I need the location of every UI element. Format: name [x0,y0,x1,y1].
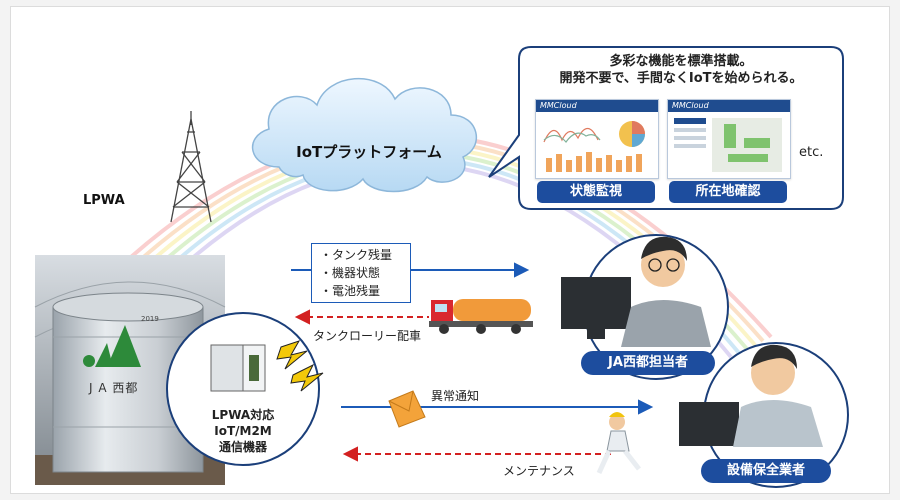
worker-icon [596,412,641,475]
tanker-dispatch-label: タンクローリー配車 [313,329,422,343]
envelope-icon [388,390,426,428]
maintenance-label: メンテナンス [503,464,575,478]
lpwa-label: LPWA [83,193,125,208]
lightning-icon [276,340,324,392]
ja-logo-mark [83,325,141,367]
data-item: ・タンク残量 [320,248,393,262]
tank-name: J A 西都 [89,381,139,395]
screen-location-brand: MMCloud [668,100,790,112]
status-chart-icon [543,121,645,172]
diagram-frame: IoTプラットフォーム LPWA 多彩な機能を標準搭載。 開発不要で、手間なくI… [10,6,890,494]
device-label: LPWA対応 IoT/M2M 通信機器 [191,407,295,455]
tank-year: 2019 [141,315,159,323]
bubble-line-1: 多彩な機能を標準搭載。 [609,54,753,69]
ja-staff-illustration [561,236,711,347]
device-line-3: 通信機器 [218,440,267,454]
map-icon [674,118,782,172]
device-icon [210,344,266,392]
screen-status-brand: MMCloud [536,100,658,112]
red-arrow-maintenance [342,446,611,462]
screen-location: MMCloud [667,99,791,179]
device-line-1: LPWA対応 [211,408,275,422]
data-items-box: ・タンク残量 ・機器状態 ・電池残量 [311,243,411,303]
red-arrow-tanker [294,309,429,325]
data-item: ・電池残量 [320,284,381,298]
alert-label: 異常通知 [431,389,480,403]
etc-label: etc. [799,145,824,160]
ja-staff-badge[interactable]: JA西都担当者 [581,351,715,375]
bubble-title: 多彩な機能を標準搭載。 開発不要で、手間なくIoTを始められる。 [531,53,831,87]
vendor-badge[interactable]: 設備保全業者 [701,459,831,483]
vendor-illustration [679,344,823,447]
bubble-line-2: 開発不要で、手間なくIoTを始められる。 [559,71,803,86]
cloud-shape [251,77,478,193]
cloud-label: IoTプラットフォーム [296,143,442,161]
radio-tower-icon [170,111,212,223]
tanker-truck-icon [429,299,533,334]
device-line-2: IoT/M2M [214,424,272,438]
status-monitor-button[interactable]: 状態監視 [537,181,655,203]
data-item: ・機器状態 [320,266,381,280]
blue-arrow-alert [341,399,654,415]
diagram-graphics [34,46,849,488]
screen-status: MMCloud [535,99,659,179]
location-check-button[interactable]: 所在地確認 [669,181,787,203]
